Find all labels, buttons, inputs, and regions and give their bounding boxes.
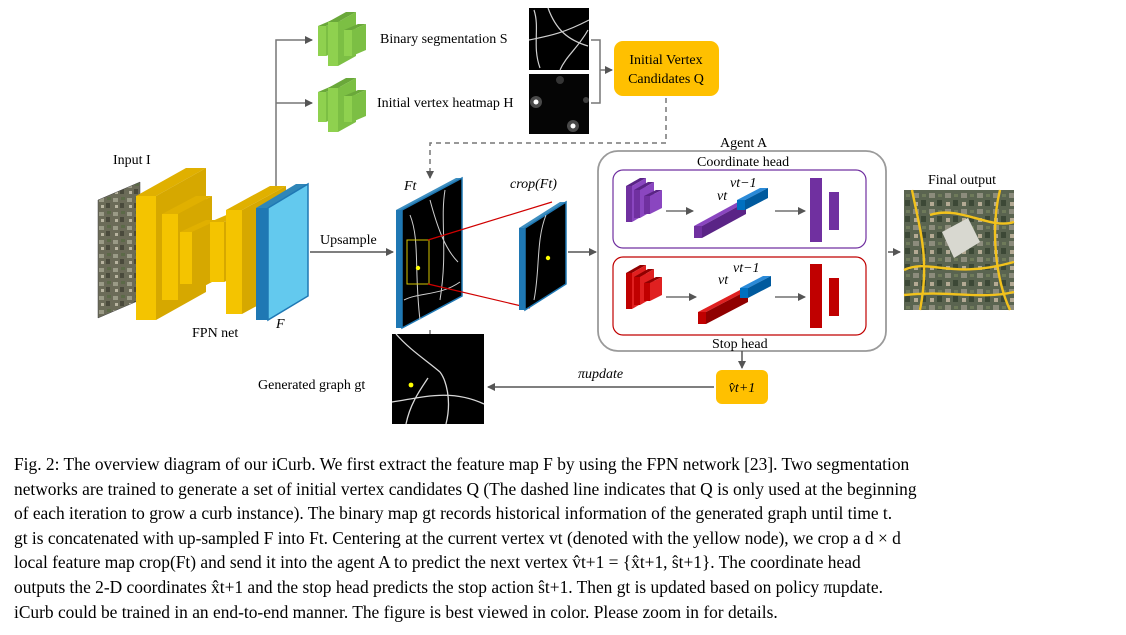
initial-vertex-line2: Candidates Q <box>628 72 704 87</box>
ft-label: Ft <box>403 179 418 194</box>
initial-vertex-line1: Initial Vertex <box>629 53 702 68</box>
initial-vertex-box: Initial Vertex Candidates Q <box>614 41 719 96</box>
stop-vt-minus-1: vt−1 <box>733 261 760 276</box>
agent-label: Agent A <box>720 136 768 151</box>
next-vertex-label: v̂t+1 <box>729 381 756 396</box>
stop-head-label: Stop head <box>712 337 768 352</box>
input-label: Input I <box>113 153 151 168</box>
feature-map-f <box>256 182 309 322</box>
generated-graph-image <box>391 333 485 425</box>
caption-line-7: iCurb could be trained in an end-to-end … <box>14 601 778 622</box>
upsample-label: Upsample <box>320 233 377 248</box>
caption-line-6: outputs the 2-D coordinates x̂t+1 and th… <box>14 576 883 597</box>
ft-feature-map <box>396 176 463 330</box>
caption-line-1: Fig. 2: The overview diagram of our iCur… <box>14 454 910 474</box>
caption-line-5: local feature map crop(Ft) and send it i… <box>14 552 861 573</box>
stop-vt: vt <box>718 273 729 288</box>
input-image <box>97 181 141 319</box>
caption-line-2: networks are trained to generate a set o… <box>14 478 917 499</box>
generated-graph-label: Generated graph gt <box>258 378 365 393</box>
coord-vt: vt <box>717 189 728 204</box>
final-output-label: Final output <box>928 173 996 188</box>
final-output-image <box>903 189 1015 311</box>
feature-label: F <box>275 317 285 332</box>
next-vertex-box: v̂t+1 <box>716 370 768 404</box>
coordinate-head-box <box>612 169 867 249</box>
coordinate-head-blocks <box>626 178 839 242</box>
coord-vt-minus-1: vt−1 <box>730 176 757 191</box>
coord-head-label: Coordinate head <box>697 155 789 170</box>
caption-line-3: of each iteration to grow a curb instanc… <box>14 503 893 524</box>
stop-head-blocks <box>626 264 839 328</box>
caption-line-4: gt is concatenated with up-sampled F int… <box>14 527 901 548</box>
seg-network-block-1 <box>318 12 366 66</box>
heatmap-label: Initial vertex heatmap H <box>377 96 513 111</box>
figure-caption: Fig. 2: The overview diagram of our iCur… <box>14 452 1114 624</box>
policy-label: πupdate <box>578 367 623 382</box>
heatmap-image <box>529 74 589 134</box>
fpn-label: FPN net <box>192 326 238 341</box>
seg-network-block-2 <box>318 78 366 132</box>
stop-head-box <box>612 256 867 336</box>
binary-seg-label: Binary segmentation S <box>380 32 508 47</box>
crop-label: crop(Ft) <box>510 177 557 192</box>
crop-feature-map <box>519 200 567 312</box>
overview-diagram: Input I FPN net F <box>97 7 1015 425</box>
binary-seg-image <box>528 7 590 71</box>
